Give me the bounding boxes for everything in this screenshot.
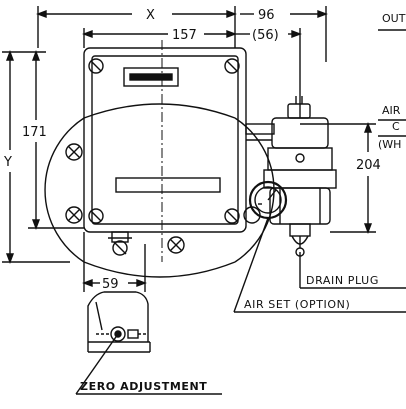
- dimension-204-line: [300, 122, 376, 234]
- air-set-leader: [233, 217, 406, 313]
- dim-56-label: (56): [252, 28, 279, 43]
- bottom-adjust-screw: [108, 231, 132, 256]
- flange-bolt-holes: [65, 143, 261, 254]
- connecting-bracket: [245, 123, 275, 141]
- dimension-x-line: [36, 6, 237, 48]
- dim-59-label: 59: [102, 277, 119, 292]
- mounting-flange: [44, 103, 275, 278]
- zero-adjustment-label: ZERO ADJUSTMENT: [80, 380, 207, 393]
- dimension-157-line: [82, 28, 237, 48]
- zero-adjustment-leader: [75, 333, 222, 395]
- dimension-171-line: [28, 50, 84, 230]
- dim-171-label: 171: [22, 125, 47, 140]
- side-text-c: C: [392, 120, 400, 133]
- label-plate: [115, 177, 221, 193]
- dimension-96-line: [240, 6, 328, 62]
- side-text-out: OUT: [382, 12, 406, 25]
- drain-plug-label: DRAIN PLUG: [306, 274, 379, 287]
- dim-204-label: 204: [356, 158, 381, 173]
- pressure-gauge: [248, 180, 288, 220]
- drain-plug-leader: [299, 252, 406, 289]
- drain-plug-fitting: [289, 223, 311, 257]
- zero-adjustment-detail: [87, 291, 151, 353]
- dimension-y-line: [2, 50, 70, 264]
- nameplate: [123, 67, 179, 87]
- dimension-59-line: [82, 232, 147, 292]
- side-text-air: AIR: [382, 104, 401, 117]
- dim-y-label: Y: [3, 155, 12, 170]
- housing-corner-screws: [88, 58, 240, 224]
- air-set-label: AIR SET (OPTION): [244, 298, 350, 311]
- side-table-lines: [378, 29, 406, 137]
- dimension-56-line: [235, 28, 302, 118]
- dim-157-label: 157: [172, 28, 197, 43]
- dim-96-label: 96: [258, 8, 275, 23]
- side-text-wh: (WH: [378, 138, 401, 151]
- dim-x-label: X: [146, 8, 155, 23]
